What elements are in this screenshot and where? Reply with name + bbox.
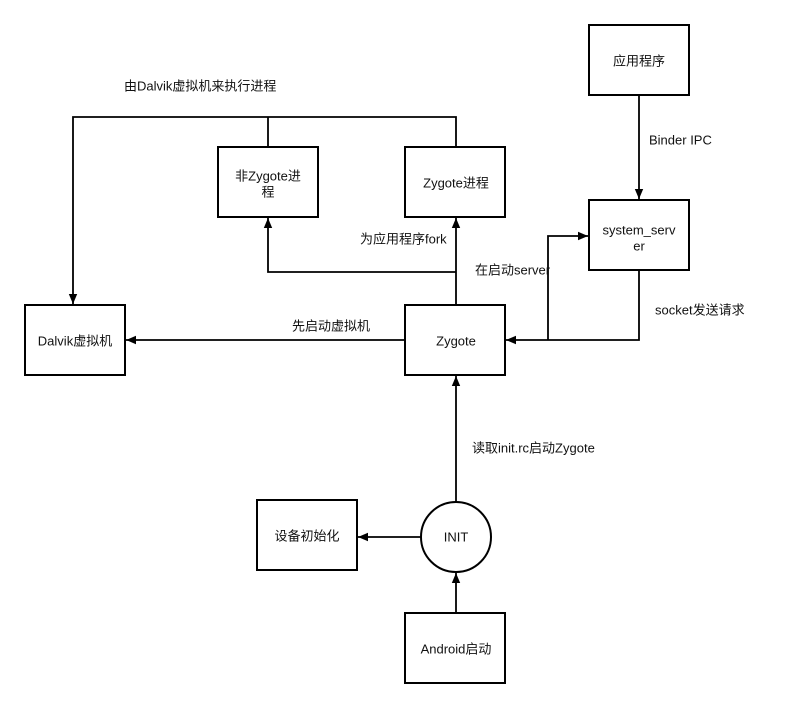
edge-label-fork-for-app: 为应用程序fork: [360, 232, 447, 247]
dalvik-vm-label: Dalvik虚拟机: [38, 334, 112, 349]
edge-label-socket-request: socket发送请求: [655, 303, 745, 318]
node-non-zygote-process: 非Zygote进 程: [217, 146, 319, 218]
edge-label-dalvik-executes: 由Dalvik虚拟机来执行进程: [124, 79, 276, 94]
node-app: 应用程序: [588, 24, 690, 96]
system-server-label-line-1: system_serv: [603, 223, 676, 238]
init-circle: [420, 501, 492, 573]
system-server-label-line-2: er: [633, 239, 645, 254]
edge-labels: 由Dalvik虚拟机来执行进程 Binder IPC 为应用程序fork 在启动…: [124, 79, 745, 456]
zygote-label: Zygote: [436, 334, 476, 349]
non-zygote-process-box: [217, 146, 319, 218]
connectors: [68, 95, 644, 613]
arrow-zygote-to-non-zygote-process: [263, 218, 456, 273]
arrow-zygote-to-system-server: [547, 231, 588, 340]
edge-label-start-server: 在启动server: [475, 263, 551, 278]
node-init: INIT: [420, 501, 492, 573]
dalvik-vm-box: [24, 304, 126, 376]
node-zygote: Zygote: [404, 304, 506, 376]
system-server-box: [588, 199, 690, 271]
arrow-system-server-to-zygote: [506, 270, 640, 345]
app-label: 应用程序: [613, 54, 665, 69]
device-init-box: [256, 499, 358, 571]
init-label: INIT: [444, 530, 469, 545]
arrow-processes-to-dalvik-vm: [68, 116, 457, 304]
node-android-boot: Android启动: [404, 612, 506, 684]
node-device-init: 设备初始化: [256, 499, 358, 571]
device-init-label: 设备初始化: [274, 529, 339, 544]
zygote-process-label: Zygote进程: [423, 176, 489, 191]
node-dalvik-vm: Dalvik虚拟机: [24, 304, 126, 376]
zygote-process-box: [404, 146, 506, 218]
non-zygote-process-label-line-2: 程: [261, 185, 274, 200]
android-boot-box: [404, 612, 506, 684]
node-zygote-process: Zygote进程: [404, 146, 506, 218]
edge-label-read-init-rc: 读取init.rc启动Zygote: [472, 441, 595, 456]
android-boot-label: Android启动: [421, 642, 492, 657]
non-zygote-process-label-line-1: 非Zygote进: [235, 169, 301, 184]
edge-label-binder-ipc: Binder IPC: [649, 133, 712, 148]
node-system-server: system_serv er: [588, 199, 690, 271]
zygote-box: [404, 304, 506, 376]
app-box: [588, 24, 690, 96]
edge-label-start-vm: 先启动虚拟机: [292, 319, 370, 334]
